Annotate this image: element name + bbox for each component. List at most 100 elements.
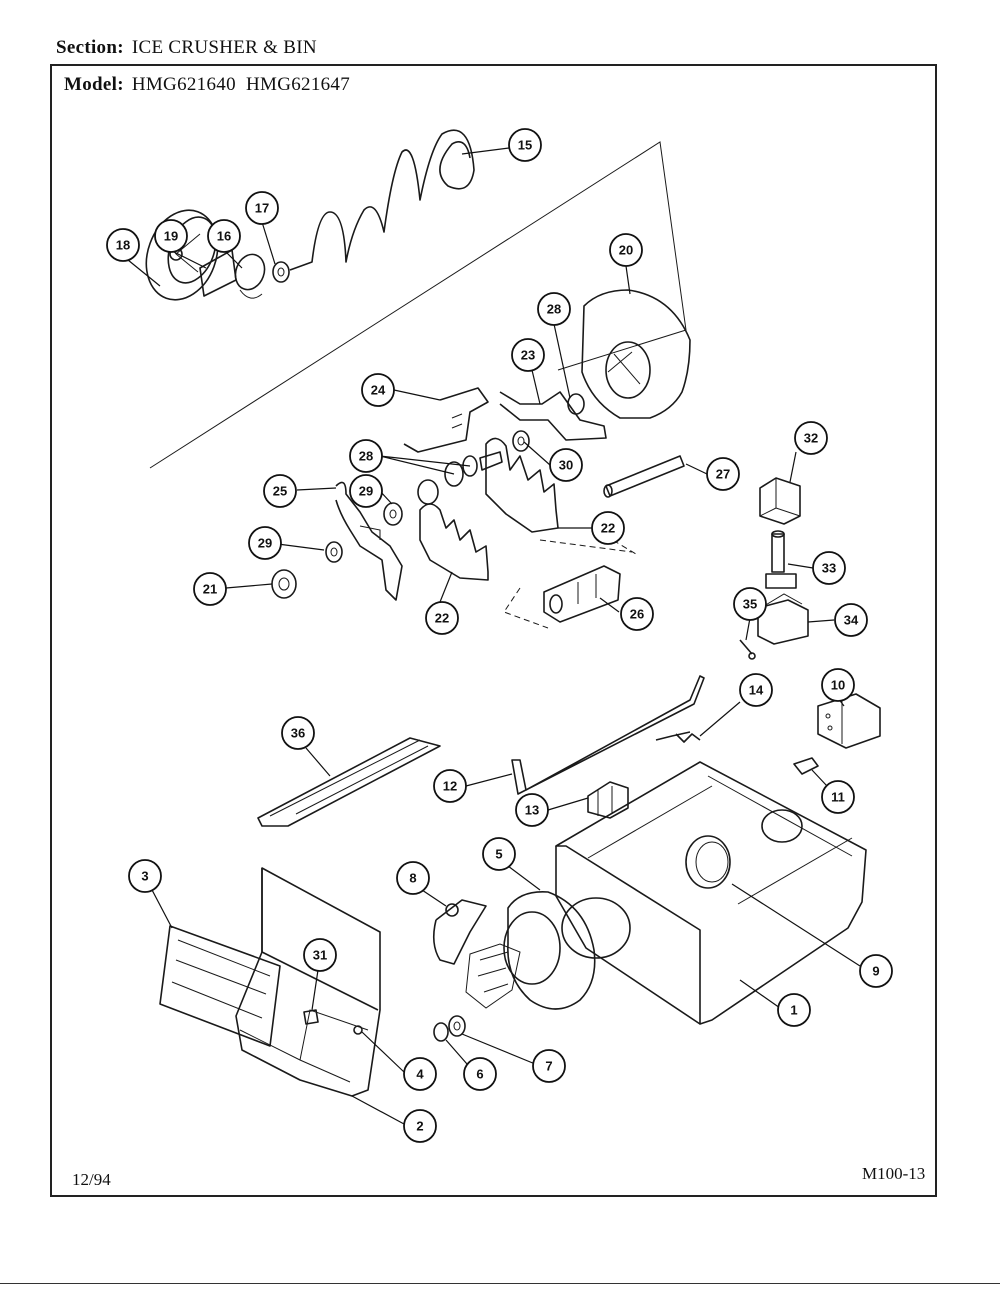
footer-page-code: M100-13 (862, 1164, 926, 1183)
callout-21: 21 (193, 572, 227, 606)
svg-text:30: 30 (559, 458, 573, 473)
svg-text:21: 21 (203, 582, 217, 597)
callout-23: 23 (511, 338, 545, 372)
svg-text:9: 9 (872, 964, 879, 979)
part-33-plunger (765, 530, 797, 589)
callout-5: 5 (482, 837, 516, 871)
callout-27: 27 (706, 457, 740, 491)
callout-26: 26 (620, 597, 654, 631)
part-28-bushing-pair (444, 451, 503, 487)
svg-text:8: 8 (409, 871, 416, 886)
callout-18: 18 (106, 228, 140, 262)
callout-24: 24 (361, 373, 395, 407)
part-22-crusher-blade-lower (417, 479, 489, 581)
svg-text:6: 6 (476, 1067, 483, 1082)
svg-text:35: 35 (743, 597, 757, 612)
callout-33: 33 (812, 551, 846, 585)
svg-text:23: 23 (521, 348, 535, 363)
part-11-clip (793, 757, 819, 775)
svg-text:20: 20 (619, 243, 633, 258)
callout-17: 17 (245, 191, 279, 225)
part-16-hub (234, 253, 266, 299)
leader-lines (127, 147, 861, 1125)
callout-2: 2 (403, 1109, 437, 1143)
part-36-rail (257, 737, 441, 827)
part-9-ring (685, 835, 731, 889)
part-18-drive-wheel (145, 209, 219, 301)
part-27-shaft (603, 455, 685, 498)
part-31-knob (303, 1009, 319, 1025)
svg-text:11: 11 (831, 790, 845, 805)
model-label: Model: (64, 74, 124, 95)
callout-8: 8 (396, 861, 430, 895)
section-title: Section: ICE CRUSHER & BIN (56, 37, 317, 59)
callout-22a: 22 (591, 511, 625, 545)
svg-text:32: 32 (804, 431, 818, 446)
svg-text:10: 10 (831, 678, 845, 693)
svg-text:36: 36 (291, 726, 305, 741)
bottom-rule (0, 1283, 1000, 1284)
callout-11: 11 (821, 780, 855, 814)
assembly-dashed-lines (503, 529, 637, 629)
part-28-bushing-upper (567, 393, 585, 415)
svg-text:3: 3 (141, 869, 148, 884)
part-2-ice-bin (235, 867, 381, 1097)
svg-text:29: 29 (359, 484, 373, 499)
part-35-screw (739, 639, 756, 660)
part-30-washer (512, 430, 530, 452)
svg-text:22: 22 (601, 521, 615, 536)
svg-text:28: 28 (547, 302, 561, 317)
part-10-switch (817, 693, 881, 749)
part-7-bushing (448, 1015, 466, 1037)
part-14-spring (655, 731, 701, 743)
part-20-housing-cover (581, 289, 691, 419)
svg-text:14: 14 (749, 683, 764, 698)
callout-7: 7 (532, 1049, 566, 1083)
svg-text:34: 34 (844, 613, 859, 628)
svg-text:16: 16 (217, 229, 231, 244)
svg-text:13: 13 (525, 803, 539, 818)
section-value: ICE CRUSHER & BIN (131, 37, 317, 58)
svg-text:17: 17 (255, 201, 269, 216)
svg-text:5: 5 (495, 847, 502, 862)
svg-text:2: 2 (416, 1119, 423, 1134)
svg-text:26: 26 (630, 607, 644, 622)
part-21-nut (271, 569, 297, 599)
model-value: HMG621640 HMG621647 (131, 74, 351, 95)
part-17-washer (272, 261, 290, 283)
diagram-frame (50, 64, 937, 1197)
part-5-motor-housing (465, 891, 596, 1010)
part-25-spring-arm (335, 481, 403, 601)
section-label: Section: (56, 37, 124, 58)
part-29-washer-upper (383, 502, 403, 526)
part-24-bracket (403, 387, 489, 453)
callout-30: 30 (549, 448, 583, 482)
svg-text:12: 12 (443, 779, 457, 794)
callout-20: 20 (609, 233, 643, 267)
svg-text:27: 27 (716, 467, 730, 482)
svg-text:33: 33 (822, 561, 836, 576)
callout-15: 15 (508, 128, 542, 162)
callout-35: 35 (733, 587, 767, 621)
callout-28b: 28 (349, 439, 383, 473)
part-13-clip (587, 781, 629, 819)
callout-3: 3 (128, 859, 162, 893)
callout-29a: 29 (349, 474, 383, 508)
part-34-bracket (757, 593, 809, 645)
part-4-pivot (353, 1025, 363, 1035)
part-3-door (159, 925, 281, 1047)
callout-16: 16 (207, 219, 241, 253)
svg-text:4: 4 (416, 1067, 424, 1082)
part-26-bearing-block (543, 565, 621, 623)
callout-19: 19 (154, 219, 188, 253)
callout-12: 12 (433, 769, 467, 803)
svg-text:28: 28 (359, 449, 373, 464)
svg-text:24: 24 (371, 383, 386, 398)
callout-4: 4 (403, 1057, 437, 1091)
callout-6: 6 (463, 1057, 497, 1091)
callout-34: 34 (834, 603, 868, 637)
callout-14: 14 (739, 673, 773, 707)
svg-text:22: 22 (435, 611, 449, 626)
callout-32: 32 (794, 421, 828, 455)
